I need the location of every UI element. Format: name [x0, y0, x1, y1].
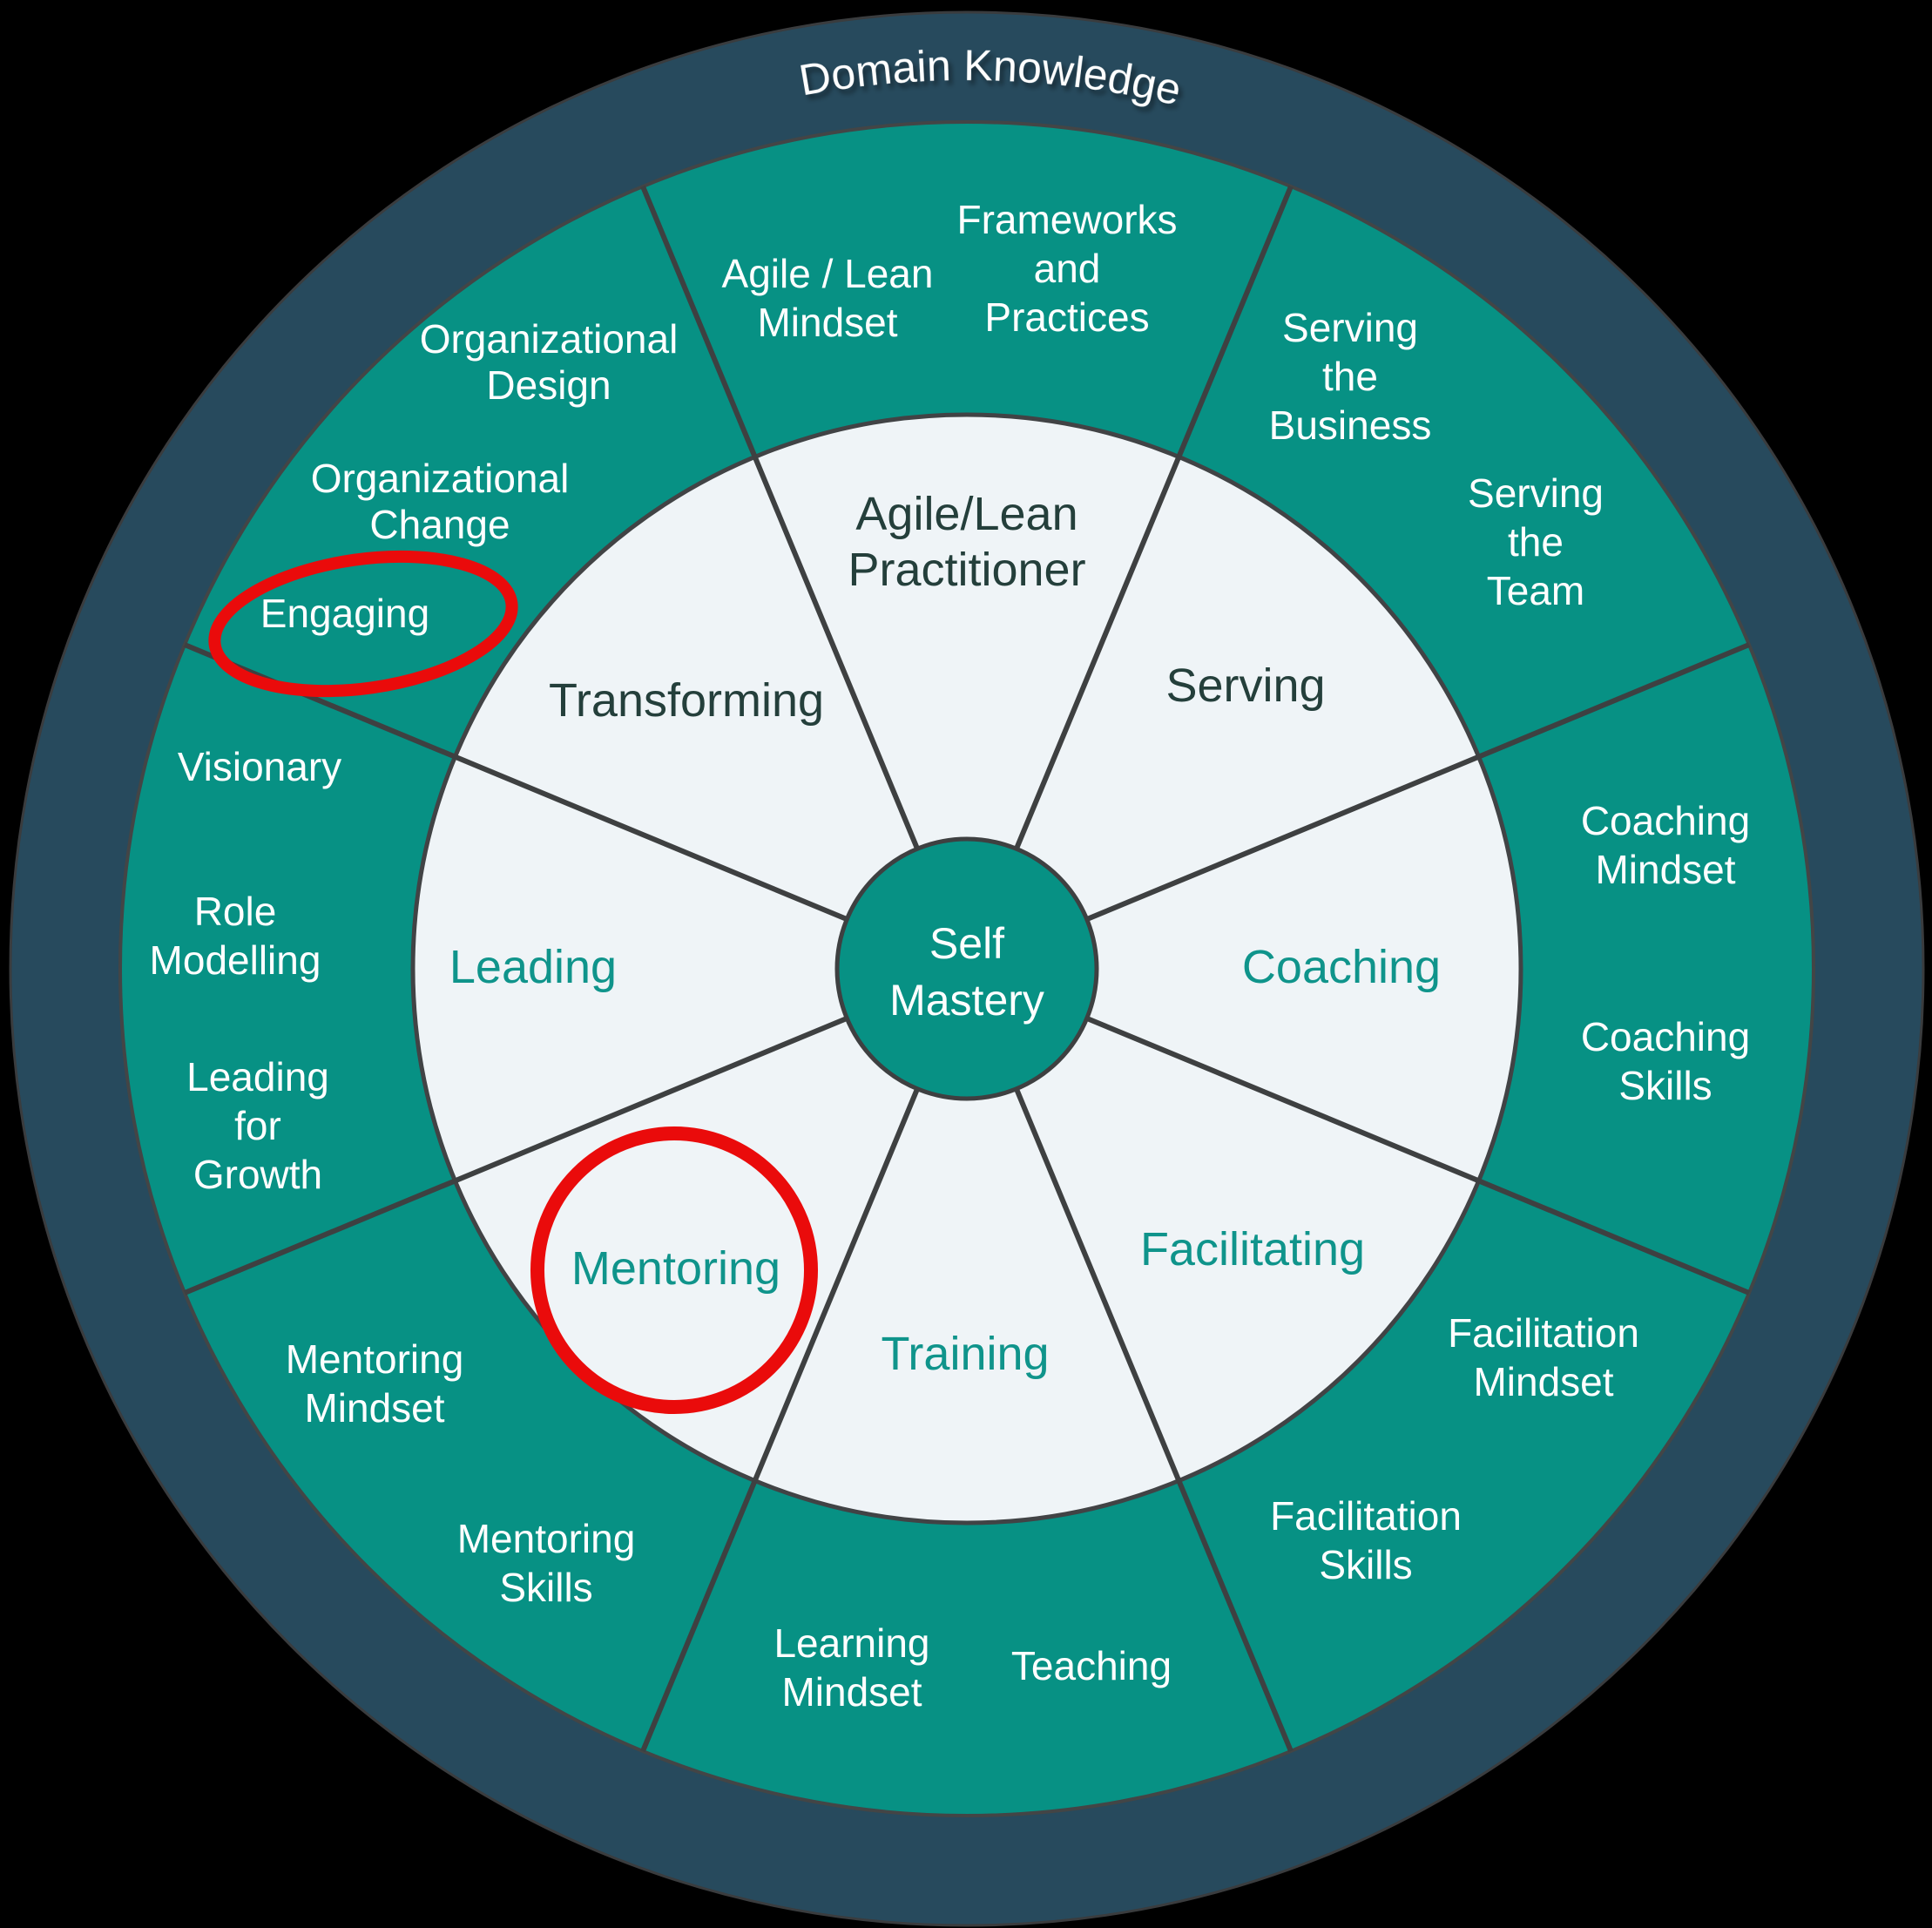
divider-202-5	[640, 1087, 920, 1753]
sector-label-serving: Serving	[1165, 660, 1325, 712]
sector-label-agile-lean-practitioner: Agile/Lean	[855, 488, 1077, 540]
outer-label-frameworks-practices: Frameworks	[956, 197, 1177, 242]
outer-label-frameworks-practices: Practices	[984, 294, 1149, 340]
hub-circle	[834, 836, 1099, 1101]
outer-label-agile-lean-mindset: Mindset	[757, 300, 897, 345]
sector-label-agile-lean-practitioner: Practitioner	[848, 544, 1085, 596]
outer-label-mentoring-mindset: Mentoring	[286, 1336, 464, 1382]
outer-label-mentoring-skills: Skills	[499, 1565, 592, 1610]
outer-label-serving-the-team: the	[1508, 519, 1564, 565]
divider-112-5	[1085, 1016, 1751, 1295]
outer-label-engaging: Engaging	[260, 591, 429, 636]
red-annotations	[208, 550, 818, 1414]
outer-label-teaching: Teaching	[1011, 1643, 1172, 1688]
outer-label-serving-the-team: Serving	[1468, 470, 1604, 516]
inner-sector-labels: Agile/Lean Practitioner Serving Coaching…	[449, 488, 1441, 1380]
outer-ring-labels: Agile / Lean Mindset Frameworks and Prac…	[150, 197, 1751, 1715]
outer-label-serving-the-business: Serving	[1282, 305, 1418, 350]
outer-label-mentoring-mindset: Mindset	[304, 1385, 444, 1431]
divider-247-5	[183, 1016, 848, 1295]
outer-label-serving-the-business: Business	[1269, 403, 1432, 448]
outer-label-coaching-mindset: Coaching	[1581, 798, 1750, 843]
hub-label: Self Mastery	[889, 919, 1044, 1025]
outer-label-facilitation-skills: Facilitation	[1270, 1493, 1462, 1539]
outer-label-facilitation-mindset: Mindset	[1473, 1359, 1613, 1404]
red-circle-mentoring-annotation	[530, 1126, 818, 1414]
sector-label-leading: Leading	[449, 941, 617, 993]
hub-label-mastery: Mastery	[889, 976, 1044, 1025]
red-ellipse-engaging-annotation	[208, 550, 518, 698]
outer-label-serving-the-team: Team	[1487, 568, 1584, 613]
outer-label-role-modelling: Modelling	[150, 937, 321, 983]
outer-label-frameworks-practices: and	[1034, 246, 1101, 291]
outer-label-organizational-design: Organizational	[420, 316, 679, 362]
outer-label-coaching-skills: Skills	[1618, 1063, 1712, 1108]
outer-label-role-modelling: Role	[194, 889, 277, 934]
divider-67-5	[1085, 642, 1751, 922]
outer-label-leading-for-growth: Growth	[193, 1152, 322, 1197]
sector-label-coaching: Coaching	[1242, 941, 1441, 993]
outer-label-serving-the-business: the	[1322, 354, 1378, 399]
sector-label-mentoring: Mentoring	[571, 1242, 780, 1295]
outer-label-coaching-skills: Coaching	[1581, 1014, 1750, 1059]
outer-label-coaching-mindset: Mindset	[1595, 847, 1735, 892]
sector-dividers	[183, 185, 1751, 1753]
outer-label-organizational-change: Change	[369, 502, 510, 547]
outer-label-leading-for-growth: for	[234, 1103, 281, 1148]
divider-22-5	[1014, 185, 1294, 850]
hub-label-self: Self	[929, 919, 1004, 968]
outer-label-organizational-change: Organizational	[311, 456, 570, 501]
sector-label-training: Training	[881, 1328, 1049, 1380]
sector-label-transforming: Transforming	[549, 674, 824, 727]
outer-label-organizational-design: Design	[486, 362, 611, 408]
outer-label-facilitation-mindset: Facilitation	[1448, 1310, 1639, 1356]
outer-label-learning-mindset: Learning	[773, 1620, 929, 1666]
outer-label-agile-lean-mindset: Agile / Lean	[722, 251, 934, 296]
outer-label-facilitation-skills: Skills	[1319, 1542, 1412, 1587]
sector-label-facilitating: Facilitating	[1140, 1223, 1365, 1275]
outer-label-learning-mindset: Mindset	[781, 1669, 922, 1715]
outer-label-visionary: Visionary	[178, 744, 341, 789]
divider-157-5	[1014, 1087, 1294, 1753]
outer-label-leading-for-growth: Leading	[186, 1054, 329, 1099]
outer-label-mentoring-skills: Mentoring	[457, 1516, 636, 1561]
divider-337-5	[640, 185, 920, 850]
